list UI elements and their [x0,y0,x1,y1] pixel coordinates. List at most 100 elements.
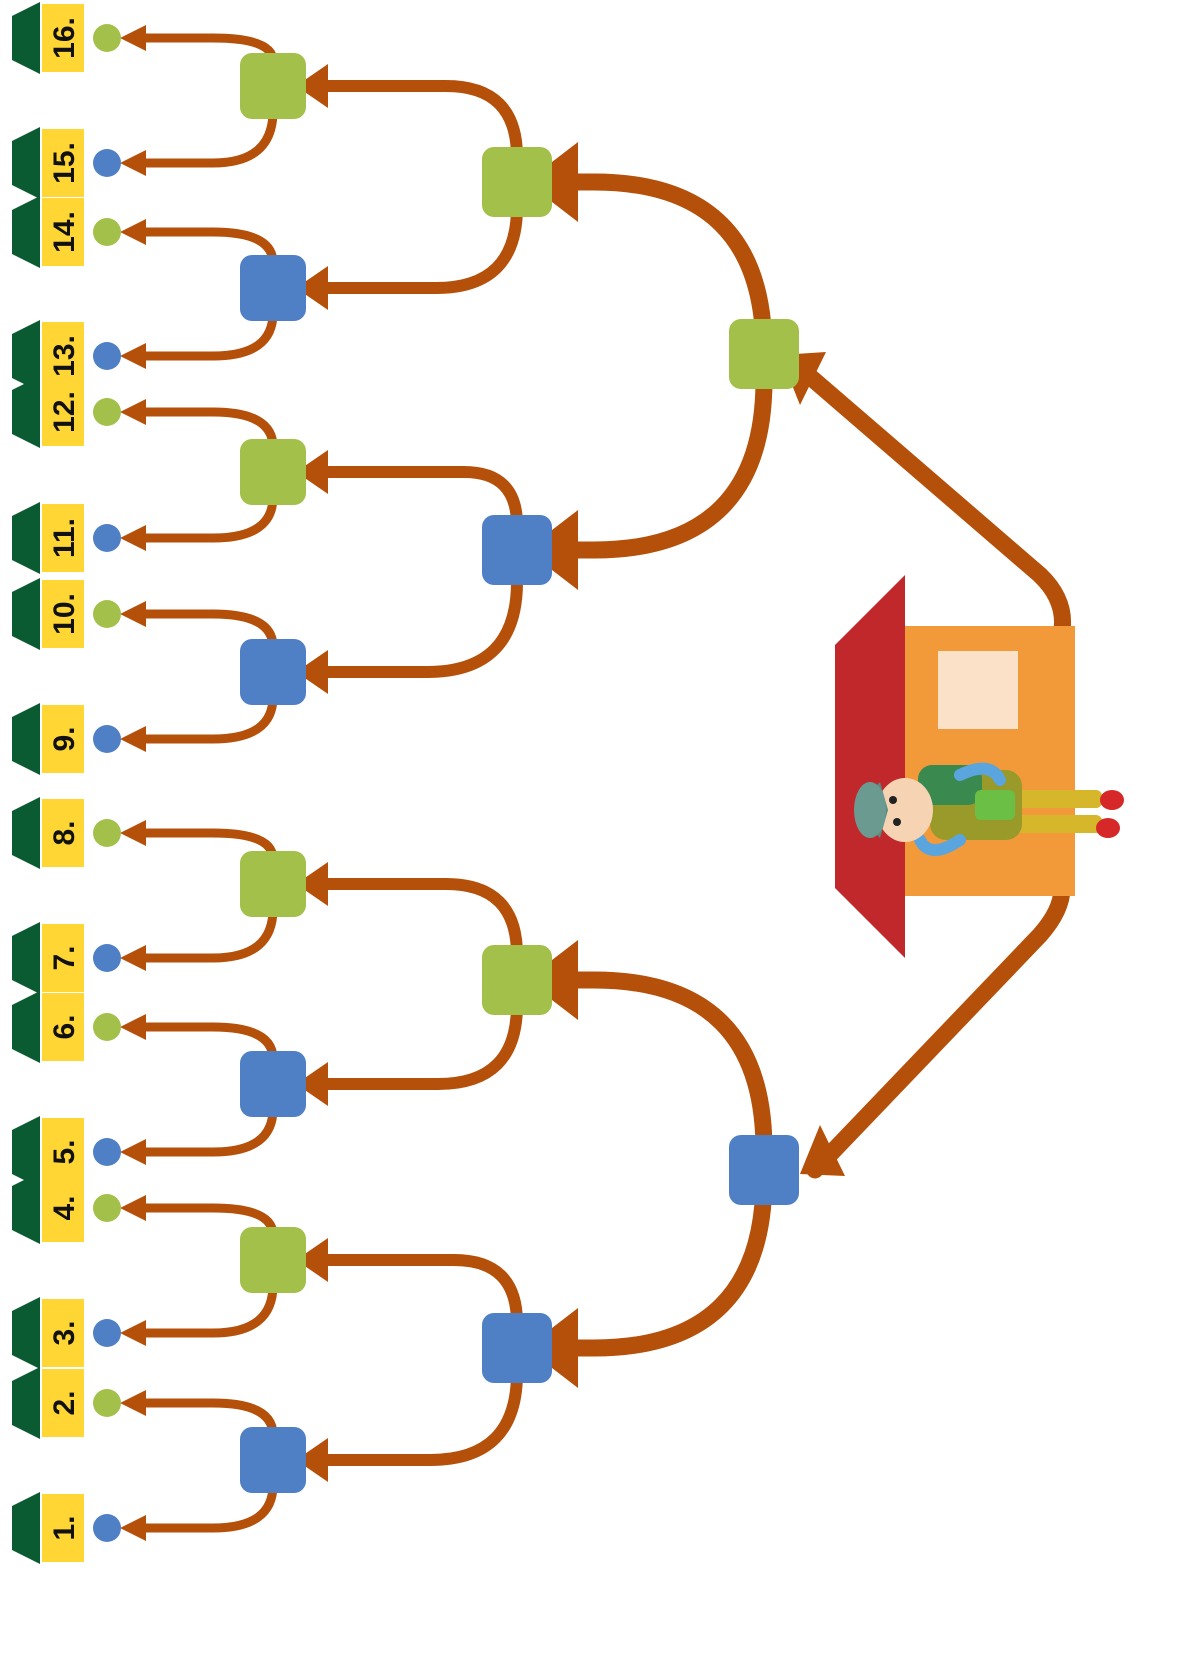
boy-leg [1010,815,1102,833]
leaf-branch-7 [139,904,278,963]
node-l3-4 [240,851,306,917]
flag-icon [12,703,40,775]
leaf-branch-3-head [120,1320,146,1346]
leaf-dot [93,1138,121,1166]
branch-l2-3 [320,999,523,1090]
leaf-number: 3. [48,1320,81,1345]
house-icon [835,575,1124,958]
leaf-1: 1. [12,1492,121,1564]
flag-icon [12,502,40,574]
branch-l2-8 [320,80,523,163]
node-l1-2 [729,319,799,389]
leaf-15: 15. [12,127,121,199]
leaf-dot [93,1319,121,1347]
boy-arm [914,834,966,856]
node-l3-6 [240,439,306,505]
boy-face [877,778,933,842]
leaf-number: 15. [48,142,81,184]
leaf-16: 16. [12,2,121,74]
node-l2-4 [482,147,552,217]
leaf-label-bg [42,580,84,648]
leaf-branch-13 [139,308,278,361]
leaf-branch-8-head [120,820,146,846]
branch-l1-1 [567,1177,773,1357]
leaf-branch-9-head [120,726,146,752]
branch-l2-2 [320,1254,523,1329]
leaf-branch-1-head [120,1515,146,1541]
leaf-2: 2. [12,1367,121,1439]
node-l1-1 [729,1135,799,1205]
branch-l2-6-head [296,450,328,494]
leaf-dot [93,218,121,246]
leaf-9: 9. [12,703,121,775]
leaf-dot [93,1389,121,1417]
leaf-branch-11 [139,492,278,543]
branch-l2-3-head [296,1062,328,1106]
node-l2-3 [482,515,552,585]
node-l3-5 [240,639,306,705]
branch-l2-5-head [296,650,328,694]
branch-l2-8-head [296,64,328,108]
leaf-number: 9. [48,726,81,751]
leaf-branch-6-head [120,1014,146,1040]
leaf-dot [93,944,121,972]
flag-icon [12,2,40,74]
leaf-label-bg [42,799,84,867]
leaf-number: 1. [48,1515,81,1540]
leaf-branch-12-head [120,399,146,425]
leaf-label-bg [42,1299,84,1367]
leaf-branch-3 [139,1280,278,1338]
house-branch-bottom [806,879,1071,1179]
node-l3-3 [240,1051,306,1117]
leaf-branch-11-head [120,525,146,551]
leaf-branch-16-head [120,25,146,51]
house-branch-top [791,359,1072,639]
leaf-dot [93,24,121,52]
leaf-dot [93,1013,121,1041]
flag-icon [12,991,40,1063]
leaf-label-bg [42,129,84,197]
branch-l2-2-head [296,1238,328,1282]
flag-icon [12,1297,40,1369]
leaf-dot [93,819,121,847]
leaf-10: 10. [12,578,121,650]
leaf-label-bg [42,198,84,266]
leaf-dot [93,398,121,426]
leaf-branch-5-head [120,1139,146,1165]
leaf-number: 10. [48,593,81,635]
node-l3-2 [240,1227,306,1293]
leaf-branch-7-head [120,945,146,971]
leaf-label-bg [42,322,84,390]
node-l2-2 [482,945,552,1015]
leaf-dot [93,600,121,628]
boy-shoe [1096,818,1120,838]
flag-icon [12,196,40,268]
boy-leg [1010,790,1102,808]
leaf-label-bg [42,1118,84,1186]
leaf-branch-9 [139,692,278,744]
leaf-branch-14-head [120,219,146,245]
leaf-number: 8. [48,820,81,845]
leaf-number: 7. [48,945,81,970]
leaf-dot [93,725,121,753]
branch-l2-7 [320,201,523,294]
nodes-layer [240,53,799,1493]
leaf-number: 14. [48,211,81,253]
boy-arm [954,762,1006,786]
leaf-branch-10-head [120,601,146,627]
leaf-label-bg [42,1494,84,1562]
leaf-6: 6. [12,991,121,1063]
leaf-number: 2. [48,1390,81,1415]
leaf-number: 4. [48,1195,81,1220]
house-branch-bottom-head [800,1125,845,1176]
house-roof [835,575,905,958]
leaf-dot [93,342,121,370]
leaf-dot [93,1194,121,1222]
node-l3-1 [240,1427,306,1493]
flag-icon [12,1492,40,1564]
flag-icon [12,376,40,448]
branch-l2-5 [320,569,523,678]
branch-l2-4-head [296,862,328,906]
leaf-number: 16. [48,17,81,59]
